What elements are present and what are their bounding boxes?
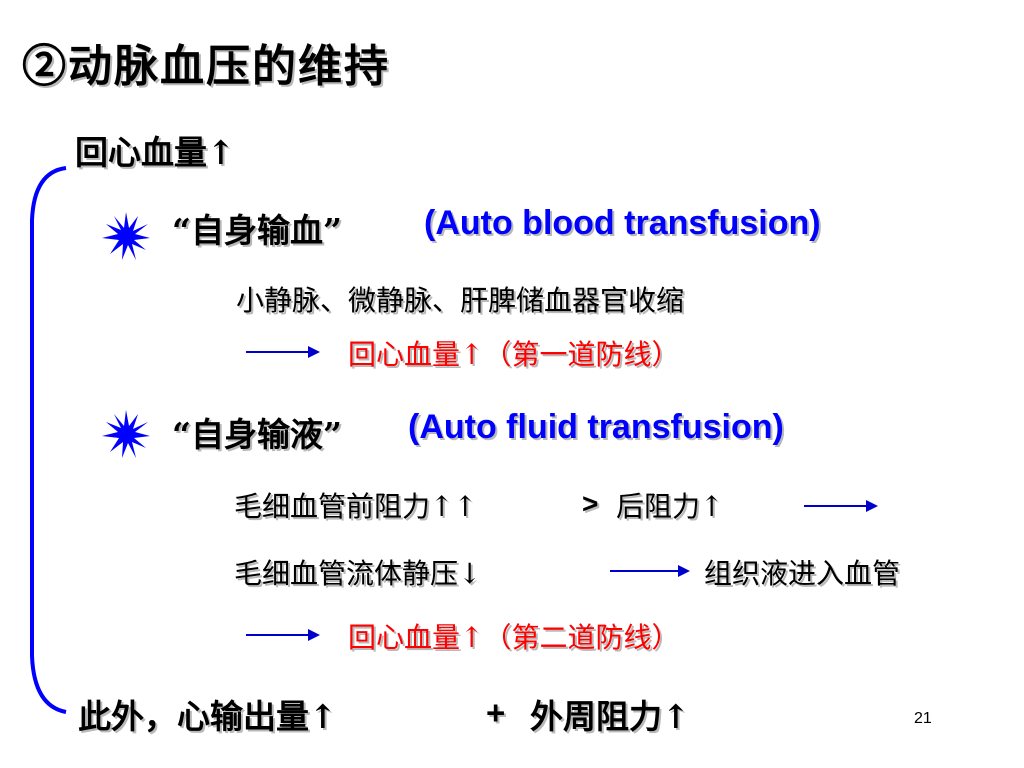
- venous-return-heading: 回心血量↑: [75, 133, 235, 172]
- greater-than-sign: >: [582, 488, 599, 519]
- starburst-icon: [102, 410, 150, 458]
- precapillary-resistance: 毛细血管前阻力↑↑: [234, 490, 477, 523]
- right-arrow-icon: [246, 351, 308, 353]
- right-arrow-icon: [308, 629, 320, 641]
- right-arrow-icon: [246, 634, 308, 636]
- right-arrow-icon: [308, 346, 320, 358]
- right-arrow-icon: [866, 500, 878, 512]
- first-defense-line: 回心血量↑（第一道防线）: [348, 338, 680, 371]
- right-arrow-icon: [610, 570, 678, 572]
- auto-blood-detail: 小静脉、微静脉、肝脾储血器官收缩: [236, 284, 685, 317]
- auto-blood-label-en: (Auto blood transfusion): [424, 204, 821, 242]
- left-bracket: [30, 166, 67, 714]
- peripheral-resistance-line: 外周阻力↑: [530, 697, 690, 736]
- cardiac-output-line: 此外，心输出量↑: [78, 697, 337, 736]
- slide-title: ②动脉血压的维持: [22, 41, 390, 92]
- postcapillary-resistance: 后阻力↑: [616, 490, 724, 523]
- right-arrow-icon: [804, 505, 866, 507]
- auto-fluid-label-cn: “自身输液”: [172, 415, 342, 454]
- starburst-icon: [102, 212, 150, 260]
- second-defense-line: 回心血量↑（第二道防线）: [348, 621, 680, 654]
- auto-fluid-label-en: (Auto fluid transfusion): [408, 408, 784, 446]
- plus-sign: +: [486, 694, 506, 731]
- fluid-enters-vessel: 组织液进入血管: [704, 557, 901, 590]
- auto-blood-label-cn: “自身输血”: [172, 211, 342, 250]
- capillary-hydrostatic-pressure: 毛细血管流体静压↓: [234, 557, 482, 590]
- right-arrow-icon: [678, 565, 690, 577]
- page-number: 21: [914, 710, 932, 727]
